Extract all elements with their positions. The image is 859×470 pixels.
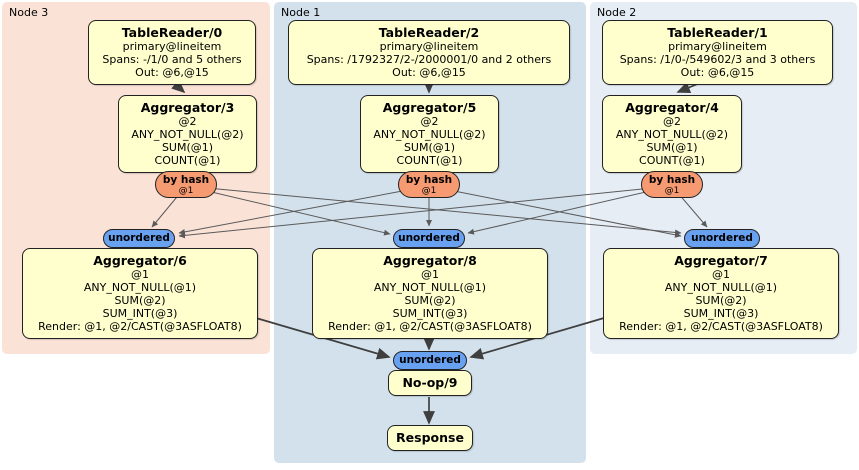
router-detail: @1 bbox=[664, 186, 680, 196]
processor-title: Aggregator/6 bbox=[93, 253, 187, 268]
processor-agg-fn: ANY_NOT_NULL(@1) bbox=[664, 281, 778, 294]
processor-agg-fn: SUM(@1) bbox=[646, 141, 698, 154]
processor-group-cols: @1 bbox=[712, 268, 730, 281]
stream-unordered-6: unordered bbox=[103, 229, 175, 248]
processor-aggregator-6: Aggregator/6 @1 ANY_NOT_NULL(@1) SUM(@2)… bbox=[22, 248, 258, 339]
processor-title: Aggregator/5 bbox=[382, 100, 477, 115]
processor-spans: Spans: /1/0-/549602/3 and 3 others bbox=[619, 53, 816, 66]
stream-label: unordered bbox=[691, 232, 753, 244]
router-label: by hash bbox=[162, 174, 210, 186]
processor-title: TableReader/2 bbox=[378, 25, 480, 40]
processor-agg-fn: SUM_INT(@3) bbox=[683, 307, 759, 320]
processor-agg-fn: SUM(@2) bbox=[114, 294, 166, 307]
processor-out: Out: @6,@15 bbox=[135, 66, 209, 79]
processor-agg-fn: SUM(@1) bbox=[161, 141, 214, 154]
processor-agg-fn: SUM(@2) bbox=[404, 294, 456, 307]
processor-agg-fn: ANY_NOT_NULL(@2) bbox=[615, 128, 729, 141]
stream-unordered-7: unordered bbox=[684, 229, 760, 248]
processor-aggregator-4: Aggregator/4 @2 ANY_NOT_NULL(@2) SUM(@1)… bbox=[602, 95, 742, 173]
router-detail: @1 bbox=[421, 186, 437, 196]
processor-group-cols: @2 bbox=[663, 115, 681, 128]
processor-group-cols: @1 bbox=[131, 268, 149, 281]
processor-out: Out: @6,@15 bbox=[392, 66, 466, 79]
processor-noop-9: No-op/9 bbox=[388, 370, 472, 396]
processor-render: Render: @1, @2/CAST(@3ASFLOAT8) bbox=[38, 320, 242, 333]
processor-render: Render: @1, @2/CAST(@3ASFLOAT8) bbox=[619, 320, 823, 333]
processor-detail: primary@lineitem bbox=[668, 40, 767, 53]
processor-agg-fn: ANY_NOT_NULL(@2) bbox=[373, 128, 486, 141]
processor-title: TableReader/1 bbox=[667, 25, 768, 40]
processor-agg-fn: ANY_NOT_NULL(@2) bbox=[131, 128, 244, 141]
processor-agg-fn: SUM_INT(@3) bbox=[392, 307, 468, 320]
stream-label: unordered bbox=[108, 232, 170, 244]
router-label: by hash bbox=[648, 174, 696, 186]
processor-tablereader-0: TableReader/0 primary@lineitem Spans: -/… bbox=[88, 20, 256, 85]
router-detail: @1 bbox=[178, 186, 194, 196]
processor-agg-fn: COUNT(@1) bbox=[396, 154, 463, 167]
processor-aggregator-7: Aggregator/7 @1 ANY_NOT_NULL(@1) SUM(@2)… bbox=[603, 248, 839, 339]
processor-agg-fn: SUM(@2) bbox=[695, 294, 747, 307]
router-by-hash-3: by hash @1 bbox=[155, 171, 217, 198]
router-label: by hash bbox=[405, 174, 453, 186]
router-by-hash-4: by hash @1 bbox=[641, 171, 703, 198]
processor-group-cols: @2 bbox=[420, 115, 439, 128]
processor-agg-fn: SUM(@1) bbox=[403, 141, 456, 154]
region-node-3-label: Node 3 bbox=[9, 6, 49, 19]
processor-title: Aggregator/3 bbox=[140, 100, 235, 115]
processor-agg-fn: ANY_NOT_NULL(@1) bbox=[373, 281, 487, 294]
processor-aggregator-3: Aggregator/3 @2 ANY_NOT_NULL(@2) SUM(@1)… bbox=[118, 95, 257, 173]
processor-aggregator-8: Aggregator/8 @1 ANY_NOT_NULL(@1) SUM(@2)… bbox=[312, 248, 548, 339]
processor-out: Out: @6,@15 bbox=[680, 66, 755, 79]
processor-group-cols: @1 bbox=[421, 268, 439, 281]
processor-title: Aggregator/7 bbox=[674, 253, 768, 268]
processor-spans: Spans: /1792327/2-/2000001/0 and 2 other… bbox=[306, 53, 552, 66]
processor-title: TableReader/0 bbox=[121, 25, 223, 40]
processor-response: Response bbox=[387, 425, 473, 451]
processor-aggregator-5: Aggregator/5 @2 ANY_NOT_NULL(@2) SUM(@1)… bbox=[360, 95, 499, 173]
processor-tablereader-2: TableReader/2 primary@lineitem Spans: /1… bbox=[288, 20, 570, 85]
region-node-2-label: Node 2 bbox=[597, 6, 637, 19]
processor-group-cols: @2 bbox=[178, 115, 197, 128]
stream-label: unordered bbox=[398, 232, 460, 244]
stream-unordered-final: unordered bbox=[393, 351, 467, 370]
stream-unordered-8: unordered bbox=[393, 229, 465, 248]
processor-agg-fn: SUM_INT(@3) bbox=[102, 307, 178, 320]
stream-label: unordered bbox=[399, 354, 461, 366]
region-node-1-label: Node 1 bbox=[281, 6, 321, 19]
processor-detail: primary@lineitem bbox=[379, 40, 479, 53]
processor-agg-fn: COUNT(@1) bbox=[154, 154, 221, 167]
processor-detail: primary@lineitem bbox=[122, 40, 222, 53]
processor-title: No-op/9 bbox=[402, 375, 458, 390]
processor-agg-fn: ANY_NOT_NULL(@1) bbox=[83, 281, 197, 294]
processor-tablereader-1: TableReader/1 primary@lineitem Spans: /1… bbox=[602, 20, 833, 85]
processor-title: Aggregator/4 bbox=[625, 100, 719, 115]
router-by-hash-5: by hash @1 bbox=[398, 171, 460, 198]
processor-title: Aggregator/8 bbox=[383, 253, 477, 268]
processor-agg-fn: COUNT(@1) bbox=[639, 154, 705, 167]
processor-title: Response bbox=[396, 430, 464, 445]
processor-render: Render: @1, @2/CAST(@3ASFLOAT8) bbox=[328, 320, 532, 333]
processor-spans: Spans: -/1/0 and 5 others bbox=[102, 53, 242, 66]
